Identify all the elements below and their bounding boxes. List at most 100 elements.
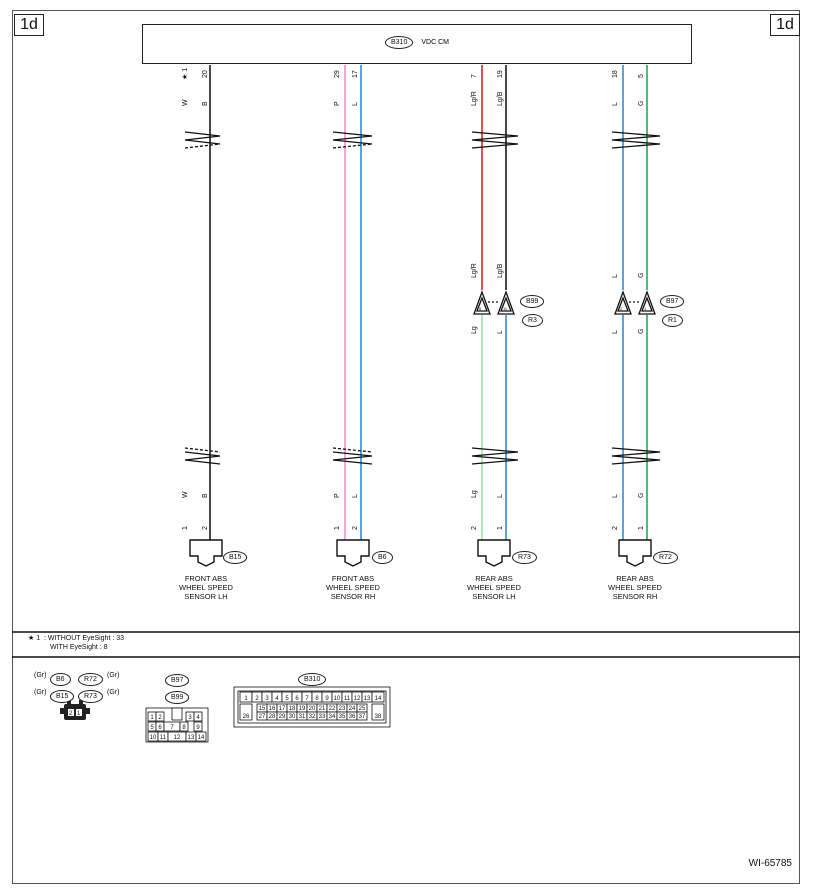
- b310-pin-28: 28: [269, 714, 276, 720]
- b310-pin-9: 9: [325, 696, 329, 702]
- sensor-pin: 2: [471, 526, 478, 530]
- inline-ref-b99[interactable]: B99: [520, 290, 545, 308]
- b310-pin-5: 5: [285, 696, 289, 702]
- b310-pin-6: 6: [295, 696, 299, 702]
- svg-text:2: 2: [620, 306, 623, 311]
- wire-color-top: L: [612, 102, 619, 106]
- b310-pin-20: 20: [309, 706, 316, 712]
- pin-1: 1: [150, 715, 154, 721]
- wire-color-bottom: Lg: [471, 490, 478, 498]
- cv-ref-b6[interactable]: B6: [50, 668, 71, 686]
- pin-1: 1: [77, 711, 81, 717]
- pin-6: 6: [158, 725, 162, 731]
- svg-text:11: 11: [503, 306, 508, 311]
- wire-color-below-inline: L: [612, 330, 619, 334]
- b310-pin-36: 36: [349, 714, 356, 720]
- b310-pin-11: 11: [344, 696, 351, 702]
- wire-color-bottom: B: [202, 493, 209, 498]
- b310-pin-22: 22: [329, 706, 336, 712]
- b310-pin-21: 21: [319, 706, 326, 712]
- sensor-ref-b6[interactable]: B6: [372, 546, 393, 564]
- wire-color-below-inline: Lg: [471, 326, 478, 334]
- wire-color-bottom: L: [612, 494, 619, 498]
- wire-color-mid: Lg/R: [471, 263, 478, 278]
- connector-view-2pin: 2 1: [60, 700, 90, 720]
- b310-pin-26: 26: [243, 714, 250, 720]
- cv-ref-r72[interactable]: R72: [78, 668, 103, 686]
- b310-pin-7: 7: [305, 696, 309, 702]
- wire-color-mid: L: [612, 274, 619, 278]
- inline-pin-small: 8 11 2 1: [479, 306, 647, 311]
- b310-pin-16: 16: [269, 706, 276, 712]
- b310-pin-1: 1: [244, 696, 248, 702]
- sensor-pin: 1: [638, 526, 645, 530]
- b310-pin-34: 34: [329, 714, 336, 720]
- pin-8: 8: [182, 725, 186, 731]
- b310-pin-38: 38: [375, 714, 382, 720]
- sensor-ref-b15[interactable]: B15: [223, 546, 248, 564]
- b310-pin-30: 30: [289, 714, 296, 720]
- b310-pin-18: 18: [289, 706, 296, 712]
- b310-pin-29: 29: [279, 714, 286, 720]
- vdc-cm-box[interactable]: [142, 24, 692, 64]
- inline-ref-r3[interactable]: R3: [522, 309, 543, 327]
- notes: ★ 1 : WITHOUT EyeSight : 33 WITH EyeSigh…: [28, 635, 124, 652]
- star-mark: ★ 1: [181, 68, 189, 80]
- break-marks-top: [184, 131, 661, 149]
- cv-ref-b310[interactable]: B310: [298, 668, 327, 686]
- inline-connectors[interactable]: [473, 290, 656, 315]
- svg-text:1: 1: [644, 306, 647, 311]
- cv-ref-b99[interactable]: B99: [165, 686, 190, 704]
- sensor-connectors[interactable]: [189, 539, 652, 567]
- ecu-pin-7: 7: [471, 74, 478, 78]
- cv-ref-r73[interactable]: R73: [78, 685, 103, 703]
- sensor-ref-r72[interactable]: R72: [653, 546, 678, 564]
- b310-pin-27: 27: [259, 714, 266, 720]
- sensor-pin: 1: [334, 526, 341, 530]
- note-mark: ★ 1: [28, 635, 41, 642]
- b310-pin-33: 33: [319, 714, 326, 720]
- ecu-connector-ref[interactable]: B310: [385, 36, 414, 49]
- inline-ref-b97[interactable]: B97: [660, 290, 685, 308]
- b310-pin-4: 4: [275, 696, 279, 702]
- pin-3: 3: [188, 715, 192, 721]
- sensor-pin: 1: [182, 526, 189, 530]
- cv-ref-b15[interactable]: B15: [50, 685, 75, 703]
- cv-ref-b97[interactable]: B97: [165, 669, 190, 687]
- sensor-ref-r73[interactable]: R73: [512, 546, 537, 564]
- note-line1: : WITHOUT EyeSight : 33: [44, 635, 125, 642]
- gr-tag-4: (Gr): [107, 689, 120, 696]
- b310-pin-19: 19: [299, 706, 306, 712]
- wire-color-top: L: [352, 102, 359, 106]
- figure-code: WI-65785: [748, 858, 792, 869]
- wire-color-top: P: [334, 101, 341, 106]
- b310-pin-2: 2: [255, 696, 259, 702]
- pin-4: 4: [196, 715, 200, 721]
- sensor-pin: 2: [352, 526, 359, 530]
- wire-color-bottom: G: [638, 493, 645, 498]
- note-line2: WITH EyeSight : 8: [50, 643, 108, 651]
- pin-2: 2: [158, 715, 162, 721]
- b310-pin-3: 3: [265, 696, 269, 702]
- pin-11: 11: [160, 735, 167, 741]
- b310-pin-15: 15: [259, 706, 266, 712]
- wire-color-bottom: L: [352, 494, 359, 498]
- wire-color-mid: G: [638, 273, 645, 278]
- pin-14: 14: [198, 735, 205, 741]
- pin-12: 12: [174, 735, 181, 741]
- inline-ref-r1[interactable]: R1: [662, 309, 683, 327]
- pin-9: 9: [196, 725, 200, 731]
- svg-text:8: 8: [479, 306, 482, 311]
- pin-13: 13: [188, 735, 195, 741]
- b310-pin-10: 10: [334, 696, 341, 702]
- wire-color-below-inline: G: [638, 329, 645, 334]
- b310-pin-31: 31: [299, 714, 306, 720]
- wire-color-top: B: [202, 101, 209, 106]
- wire-color-top: Lg/B: [497, 91, 504, 106]
